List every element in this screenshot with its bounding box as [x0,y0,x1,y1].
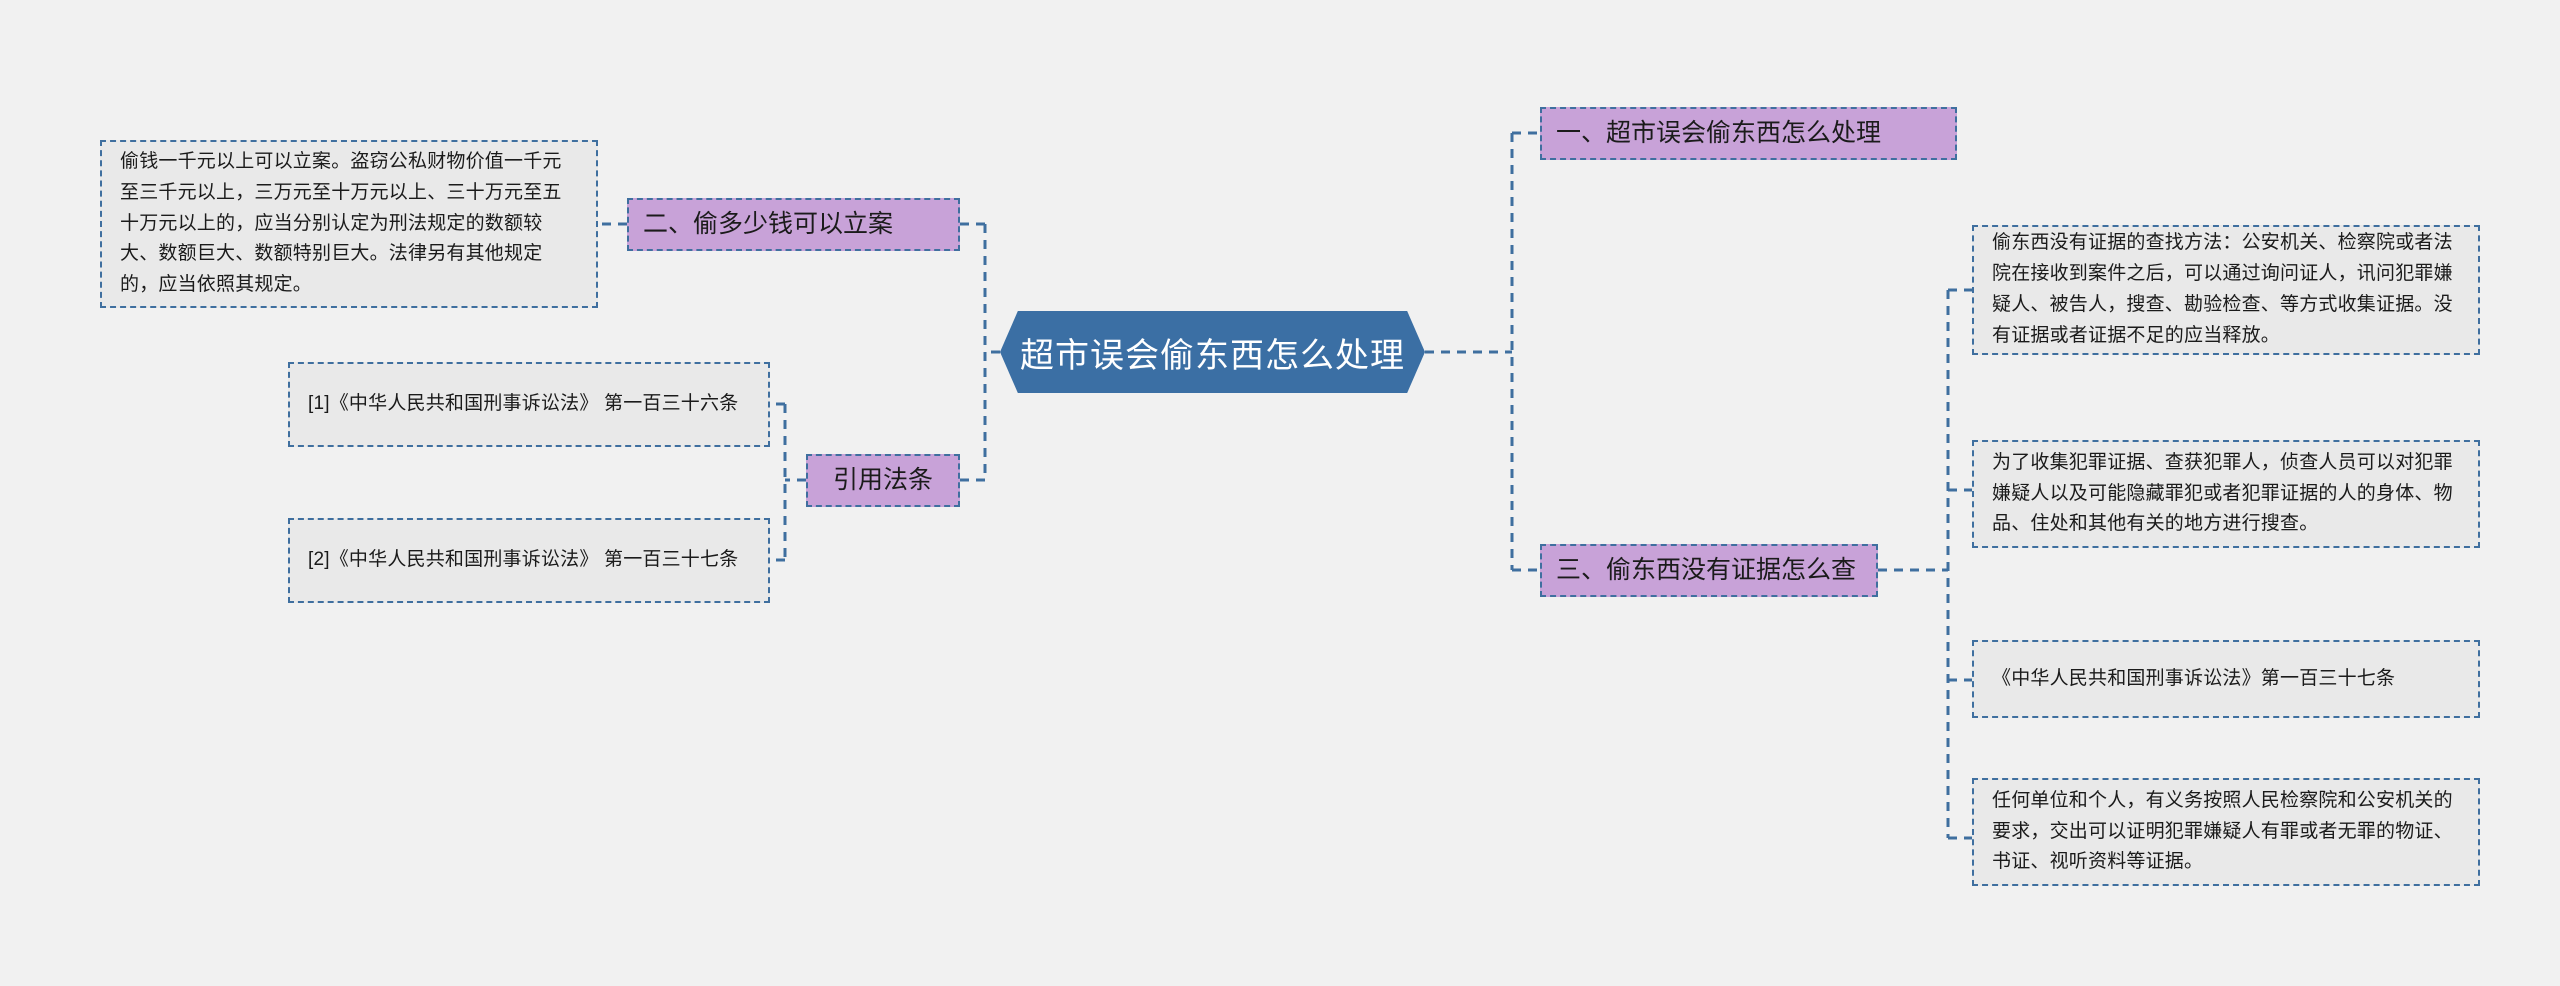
branch-node-theft-amount-label: 二、偷多少钱可以立案 [643,209,894,238]
leaf-evidence-duty-text: 任何单位和个人，有义务按照人民检察院和公安机关的要求，交出可以证明犯罪嫌疑人有罪… [1992,789,2453,873]
leaf-citation-1-text: [1]《中华人民共和国刑事诉讼法》 第一百三十六条 [308,393,739,415]
leaf-theft-amount-detail-text: 偷钱一千元以上可以立案。盗窃公私财物价值一千元至三千元以上，三万元至十万元以上、… [120,151,562,296]
root-node-label: 超市误会偷东西怎么处理 [1020,336,1405,375]
leaf-theft-amount-detail: 偷钱一千元以上可以立案。盗窃公私财物价值一千元至三千元以上，三万元至十万元以上、… [100,140,598,308]
branch-node-theft-amount[interactable]: 二、偷多少钱可以立案 [627,198,960,251]
leaf-citation-2: [2]《中华人民共和国刑事诉讼法》 第一百三十七条 [288,518,770,603]
leaf-citation-1: [1]《中华人民共和国刑事诉讼法》 第一百三十六条 [288,362,770,447]
leaf-evidence-methods-text: 偷东西没有证据的查找方法：公安机关、检察院或者法院在接收到案件之后，可以通过询问… [1992,232,2453,346]
leaf-search-authority: 为了收集犯罪证据、查获犯罪人，侦查人员可以对犯罪嫌疑人以及可能隐藏罪犯或者犯罪证… [1972,440,2480,548]
branch-node-supermarket-misunderstanding[interactable]: 一、超市误会偷东西怎么处理 [1540,107,1957,160]
leaf-evidence-methods: 偷东西没有证据的查找方法：公安机关、检察院或者法院在接收到案件之后，可以通过询问… [1972,225,2480,355]
branch-node-citations[interactable]: 引用法条 [806,454,960,507]
root-node[interactable]: 超市误会偷东西怎么处理 [1000,311,1425,393]
branch-node-supermarket-misunderstanding-label: 一、超市误会偷东西怎么处理 [1556,118,1882,147]
branch-node-no-evidence[interactable]: 三、偷东西没有证据怎么查 [1540,544,1878,597]
branch-node-no-evidence-label: 三、偷东西没有证据怎么查 [1556,555,1857,584]
leaf-law-article-137: 《中华人民共和国刑事诉讼法》第一百三十七条 [1972,640,2480,718]
leaf-evidence-duty: 任何单位和个人，有义务按照人民检察院和公安机关的要求，交出可以证明犯罪嫌疑人有罪… [1972,778,2480,886]
leaf-citation-2-text: [2]《中华人民共和国刑事诉讼法》 第一百三十七条 [308,549,739,571]
branch-node-citations-label: 引用法条 [832,465,933,494]
leaf-law-article-137-text: 《中华人民共和国刑事诉讼法》第一百三十七条 [1992,667,2396,689]
leaf-search-authority-text: 为了收集犯罪证据、查获犯罪人，侦查人员可以对犯罪嫌疑人以及可能隐藏罪犯或者犯罪证… [1992,451,2453,535]
